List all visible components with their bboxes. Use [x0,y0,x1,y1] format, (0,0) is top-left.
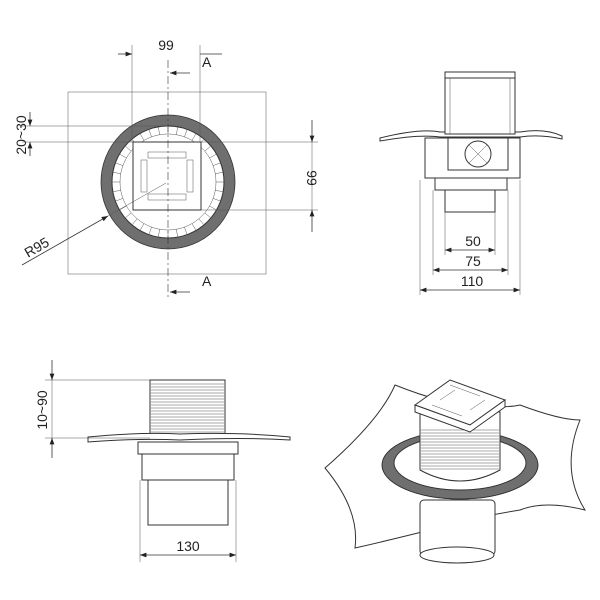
membrane-outline [67,91,267,275]
membrane [87,432,291,443]
side-outer-label: 110 [461,273,484,289]
flange [137,441,239,455]
front-height-label: 10~90 [34,390,50,430]
side-view: 50 75 110 [379,71,563,295]
side-middle-label: 75 [465,253,481,269]
section-label-bottom: A [202,273,212,289]
isometric-view [324,379,587,564]
side-inner-label: 50 [465,233,481,249]
front-view: 10~90 130 [34,360,291,562]
extension-body [419,411,501,482]
plan-view: 99 A A 20~30 99 R95 [13,37,320,300]
grate-slot [147,193,187,201]
grate-frame [132,141,202,211]
flange-ribs [112,126,224,238]
grate-slot [140,159,148,193]
extension-body [149,379,226,439]
radius-leader [21,215,109,266]
outlet-pipe [444,189,496,213]
front-width-label: 130 [176,538,200,554]
grate-slot [147,151,187,159]
outlet-pipe [147,479,229,526]
plan-height-label: 99 [304,170,320,186]
membrane [379,130,563,142]
plan-width-label: 99 [158,37,174,53]
grate-slot [186,159,194,193]
drain-body [141,453,235,481]
section-label-top: A [202,54,212,70]
extension-body [444,71,516,135]
plan-offset-label: 20~30 [13,115,29,155]
